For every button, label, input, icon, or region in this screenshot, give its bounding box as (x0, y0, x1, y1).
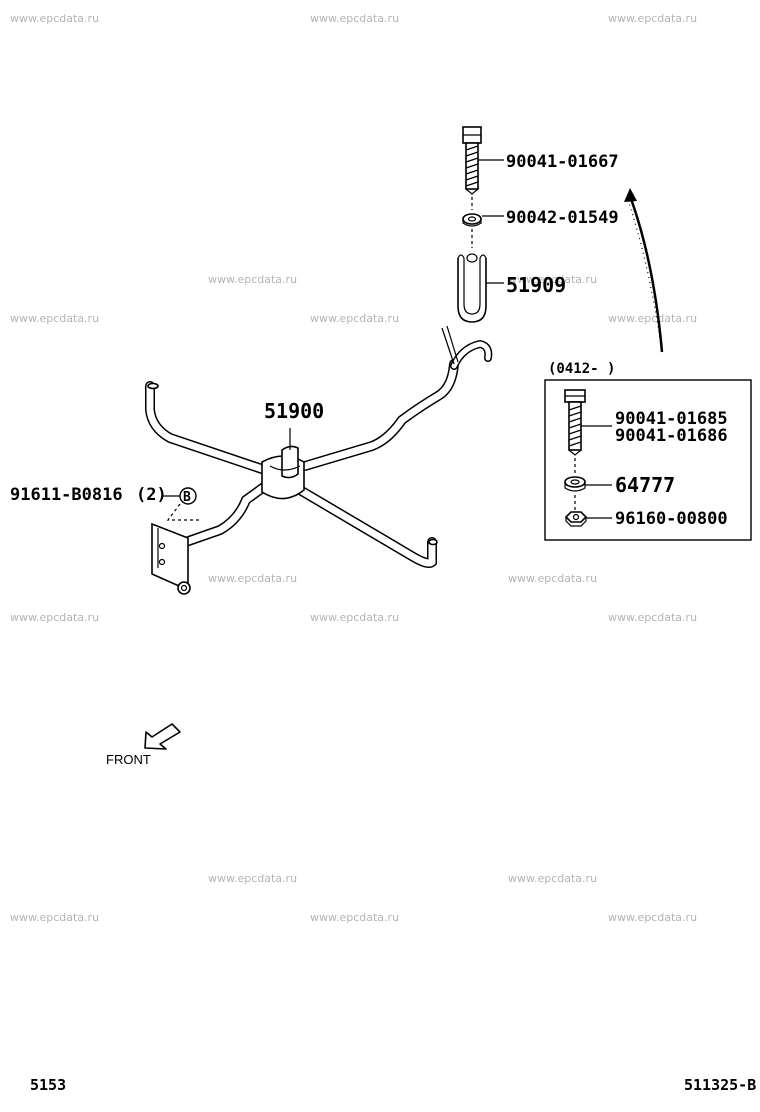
watermark: www.epcdata.ru (10, 911, 99, 924)
spacer-icon (564, 476, 586, 492)
curved-arrow-icon (624, 188, 664, 353)
watermark: www.epcdata.ru (608, 12, 697, 25)
front-arrow-icon (144, 723, 181, 750)
watermark: www.epcdata.ru (608, 911, 697, 924)
watermark: www.epcdata.ru (310, 611, 399, 624)
front-label: FRONT (106, 752, 151, 767)
watermark: www.epcdata.ru (10, 12, 99, 25)
nut-icon (564, 511, 588, 527)
u-bracket-icon (457, 253, 487, 323)
watermark: www.epcdata.ru (310, 12, 399, 25)
footer-page-code: 5153 (30, 1076, 66, 1094)
watermark: www.epcdata.ru (10, 312, 99, 325)
part-number-inset-bolt-b[interactable]: 90041-01686 (615, 426, 728, 446)
watermark: www.epcdata.ru (608, 312, 697, 325)
watermark: www.epcdata.ru (10, 611, 99, 624)
part-number-inset-spacer[interactable]: 64777 (615, 473, 675, 497)
watermark: www.epcdata.ru (208, 572, 297, 585)
inset-box (544, 379, 752, 541)
watermarks: www.epcdata.ru www.epcdata.ru www.epcdat… (10, 12, 697, 924)
washer-icon (462, 213, 482, 227)
part-number-bracket-u[interactable]: 51909 (506, 273, 566, 297)
part-number-bolt-front[interactable]: 91611-B0816 (10, 485, 123, 505)
part-number-inset-nut[interactable]: 96160-00800 (615, 509, 728, 529)
bolt-long-icon (564, 389, 586, 456)
bolt-top-icon (462, 126, 482, 195)
watermark: www.epcdata.ru (208, 273, 297, 286)
part-number-hanger[interactable]: 51900 (264, 399, 324, 423)
assembly-axis (166, 503, 200, 521)
watermark: www.epcdata.ru (508, 872, 597, 885)
watermark: www.epcdata.ru (508, 572, 597, 585)
watermark: www.epcdata.ru (208, 872, 297, 885)
watermark: www.epcdata.ru (508, 273, 597, 286)
part-number-washer-top[interactable]: 90042-01549 (506, 208, 619, 228)
part-number-inset-bolt-a[interactable]: 90041-01685 (615, 409, 728, 429)
hanger-icon (145, 325, 493, 595)
watermark: www.epcdata.ru (608, 611, 697, 624)
part-quantity-bolt-front: (2) (136, 485, 167, 505)
part-number-bolt-top[interactable]: 90041-01667 (506, 152, 619, 172)
inset-header: (0412- ) (548, 361, 615, 377)
reference-marker-label: B (183, 490, 191, 505)
watermark: www.epcdata.ru (310, 911, 399, 924)
watermark: www.epcdata.ru (310, 312, 399, 325)
reference-marker-icon (179, 487, 197, 505)
footer-figure-code: 511325-B (684, 1076, 756, 1094)
